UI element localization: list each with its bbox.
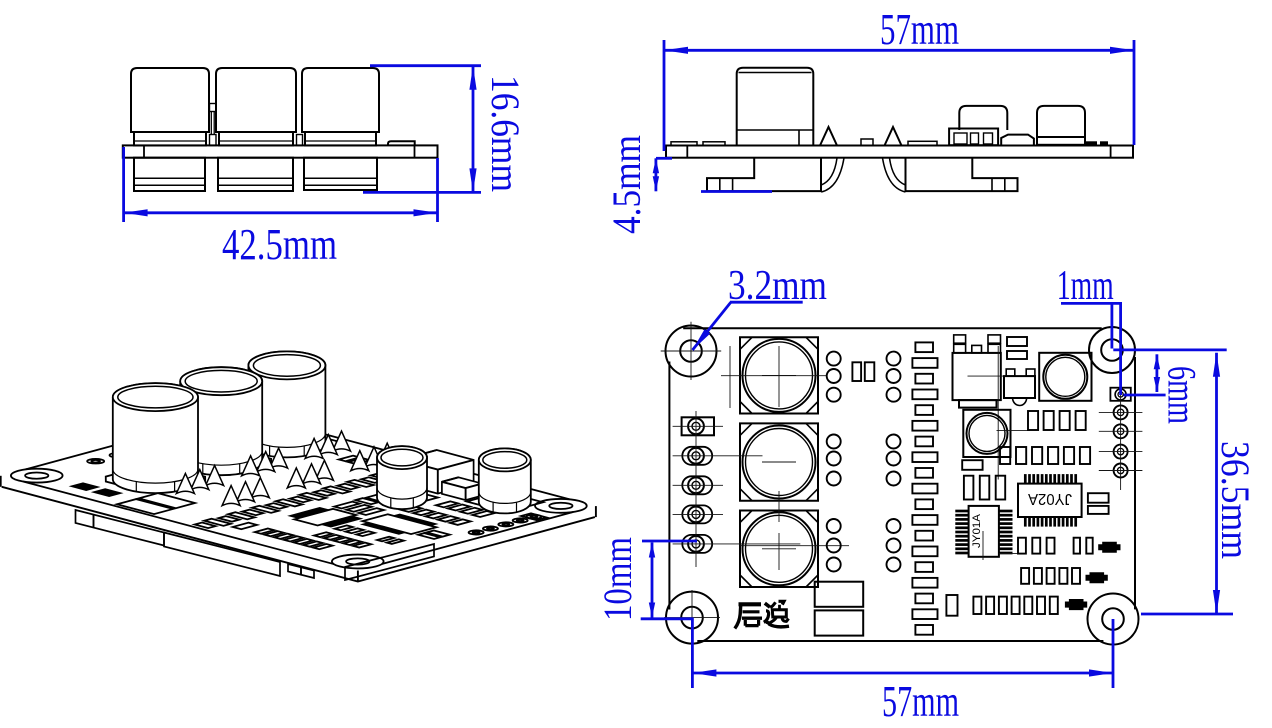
svg-text:JY01A: JY01A: [971, 513, 983, 548]
svg-text:57mm: 57mm: [882, 677, 959, 723]
svg-text:JY02A: JY02A: [1027, 490, 1072, 507]
svg-text:57mm: 57mm: [880, 5, 959, 54]
svg-text:4.5mm: 4.5mm: [604, 135, 649, 234]
svg-text:16.6mm: 16.6mm: [483, 75, 528, 192]
svg-text:1mm: 1mm: [1057, 263, 1114, 309]
svg-text:6mm: 6mm: [1160, 366, 1205, 424]
svg-text:10mm: 10mm: [595, 537, 640, 621]
svg-text:36.5mm: 36.5mm: [1213, 441, 1258, 559]
svg-text:42.5mm: 42.5mm: [222, 220, 337, 269]
